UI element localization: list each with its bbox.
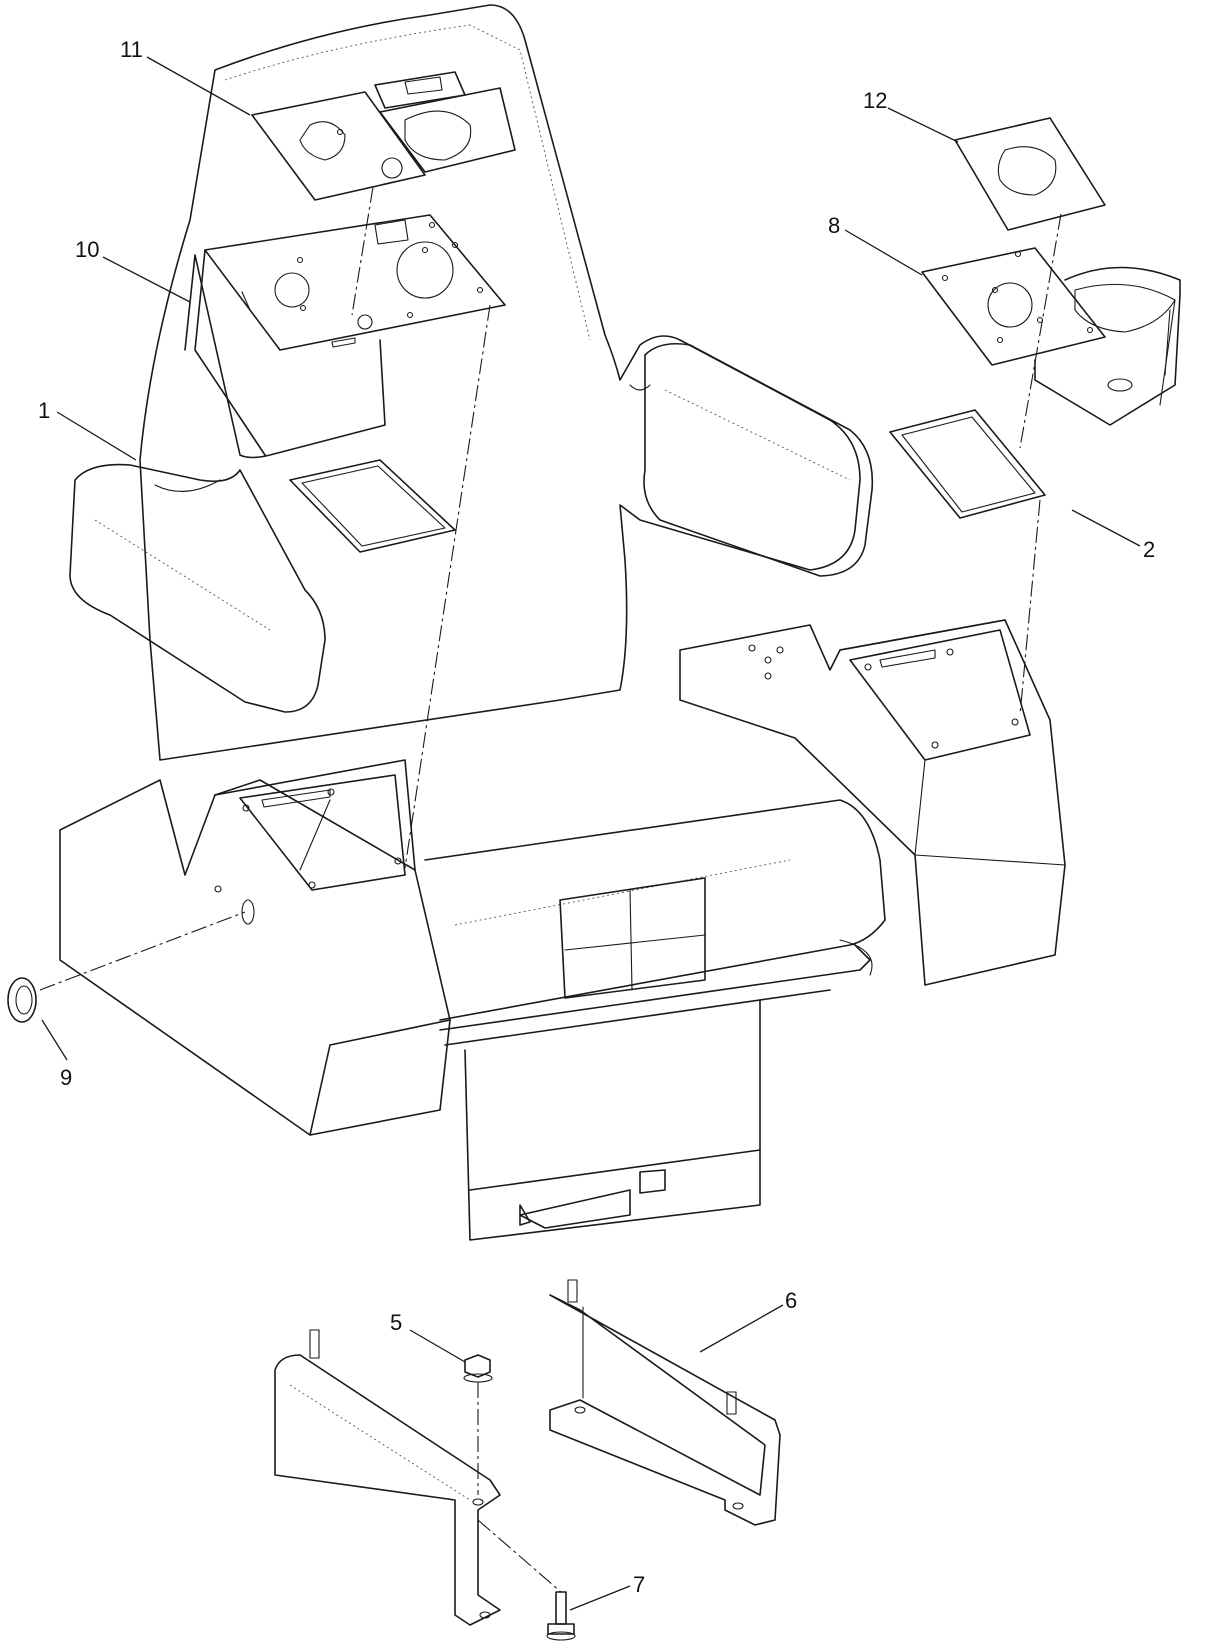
bracket-6 [549, 1279, 781, 1526]
plate-8 [921, 247, 1106, 366]
grommet-9 [7, 977, 37, 1023]
bolt-7 [546, 1591, 576, 1641]
gasket-2-left [289, 459, 456, 553]
callout-9: 9 [60, 1065, 72, 1090]
callout-12: 12 [863, 88, 887, 113]
seat-cushion [424, 799, 886, 1021]
callout-10: 10 [75, 237, 99, 262]
callout-6: 6 [785, 1288, 797, 1313]
callout-2: 2 [1143, 537, 1155, 562]
seat-base-pedestal [464, 999, 761, 1241]
nut-5 [463, 1354, 493, 1383]
left-armrest [69, 463, 326, 713]
cup-holder-bracket [1034, 266, 1181, 426]
callout-5: 5 [390, 1310, 402, 1335]
seat-slide-rails [439, 939, 873, 1046]
callout-1: 1 [38, 398, 50, 423]
callout-labels: 1 2 5 6 7 8 9 10 11 12 [38, 37, 1155, 1597]
decal-12 [954, 117, 1106, 231]
right-armrest [643, 342, 874, 577]
console-plate-10 [194, 214, 506, 456]
leader-lines [41, 56, 1141, 1611]
gasket-2-right [889, 409, 1046, 519]
decal-panel-11 [251, 71, 516, 201]
upper-console-box [184, 254, 386, 459]
assembly-centerlines [39, 186, 1062, 1593]
right-console [679, 619, 1066, 986]
seat-back [139, 4, 861, 761]
left-console [59, 759, 451, 1136]
bracket-left [274, 1329, 501, 1626]
callout-7: 7 [633, 1572, 645, 1597]
callout-8: 8 [828, 213, 840, 238]
callout-11: 11 [120, 37, 143, 62]
